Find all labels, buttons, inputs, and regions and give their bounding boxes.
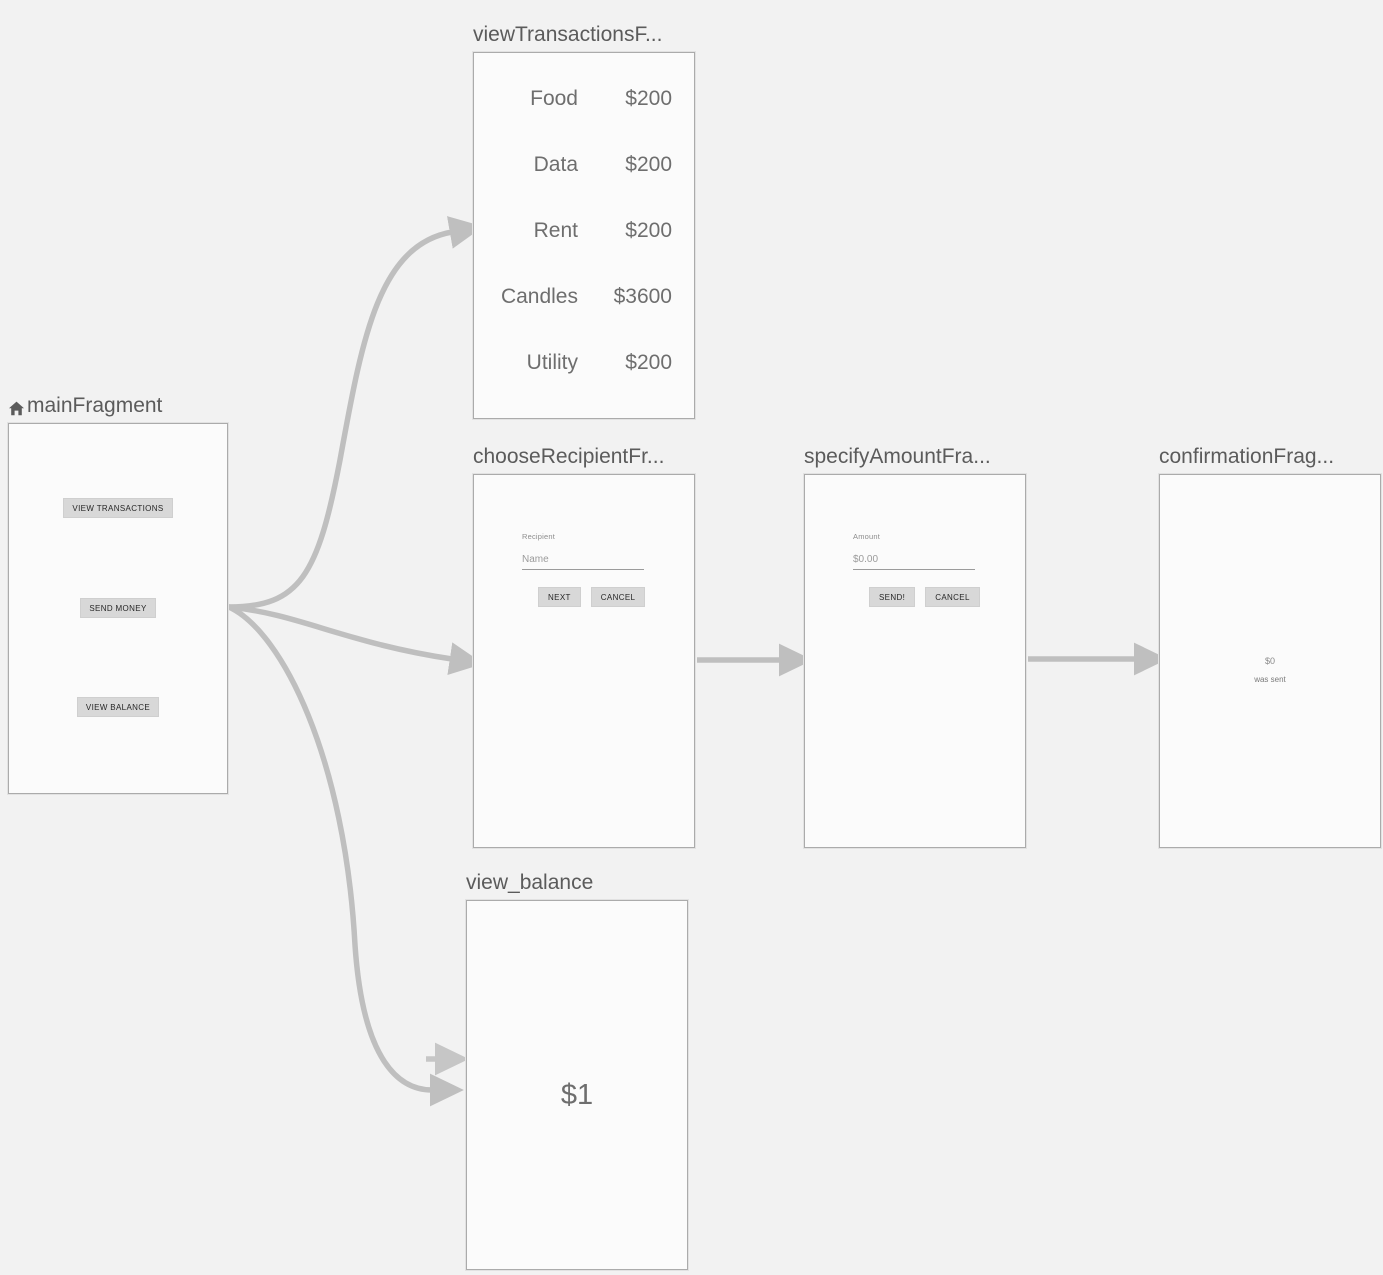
transaction-label: Candles [500, 285, 578, 308]
confirmation-message-block: $0 was sent [1160, 655, 1380, 686]
node-view-transactions[interactable]: viewTransactionsF... Food $200 Data $200… [473, 23, 695, 419]
cancel-button[interactable]: CANCEL [925, 587, 980, 607]
next-button[interactable]: NEXT [538, 587, 581, 607]
preview-confirmation: $0 was sent [1160, 475, 1380, 847]
node-frame-confirmation[interactable]: $0 was sent [1159, 474, 1381, 848]
send-button[interactable]: SEND! [869, 587, 916, 607]
node-frame-view-transactions[interactable]: Food $200 Data $200 Rent $200 Candles $3… [473, 52, 695, 419]
recipient-field-label: Recipient [522, 532, 556, 541]
node-title-main-fragment: mainFragment [8, 394, 162, 418]
cancel-button[interactable]: CANCEL [590, 587, 646, 607]
node-frame-choose-recipient[interactable]: Recipient Name NEXT CANCEL [473, 474, 695, 848]
transaction-amount: $200 [625, 351, 672, 374]
main-fragment-buttons: VIEW TRANSACTIONS SEND MONEY VIEW BALANC… [9, 424, 227, 793]
node-view-balance[interactable]: view_balance $1 [466, 871, 688, 1270]
transaction-amount: $200 [625, 219, 672, 242]
transaction-label: Food [530, 87, 578, 110]
amount-form-actions: SEND! CANCEL [853, 587, 993, 607]
home-icon [8, 399, 25, 416]
node-frame-view-balance[interactable]: $1 [466, 900, 688, 1270]
preview-choose-recipient: Recipient Name NEXT CANCEL [474, 475, 694, 847]
node-title-label: specifyAmountFra... [804, 445, 991, 468]
balance-amount: $1 [560, 1079, 594, 1111]
transaction-label: Data [533, 153, 578, 176]
node-title-label: viewTransactionsF... [473, 23, 663, 46]
preview-view-balance: $1 [467, 901, 687, 1269]
node-title-view-balance: view_balance [466, 871, 593, 895]
amount-form: Amount $0.00 SEND! CANCEL [853, 532, 993, 607]
node-title-label: chooseRecipientFr... [473, 445, 665, 468]
table-row: Data $200 [474, 153, 694, 219]
node-title-label: mainFragment [27, 394, 163, 417]
transaction-amount: $200 [625, 87, 672, 110]
confirmation-amount: $0 [1264, 656, 1275, 666]
node-frame-specify-amount[interactable]: Amount $0.00 SEND! CANCEL [804, 474, 1026, 848]
recipient-form: Recipient Name NEXT CANCEL [522, 532, 662, 607]
node-choose-recipient[interactable]: chooseRecipientFr... Recipient Name NEXT… [473, 445, 695, 848]
node-title-view-transactions: viewTransactionsF... [473, 23, 662, 47]
transaction-amount: $3600 [613, 285, 672, 308]
amount-field-label: Amount [853, 532, 881, 541]
node-title-specify-amount: specifyAmountFra... [804, 445, 991, 469]
transaction-label: Rent [533, 219, 578, 242]
node-title-label: view_balance [466, 871, 594, 894]
node-confirmation[interactable]: confirmationFrag... $0 was sent [1159, 445, 1381, 848]
node-frame-main-fragment[interactable]: VIEW TRANSACTIONS SEND MONEY VIEW BALANC… [8, 423, 228, 794]
preview-main-fragment: VIEW TRANSACTIONS SEND MONEY VIEW BALANC… [9, 424, 227, 793]
transaction-label: Utility [526, 351, 578, 374]
send-money-button[interactable]: SEND MONEY [80, 598, 156, 618]
table-row: Food $200 [474, 87, 694, 153]
view-balance-button[interactable]: VIEW BALANCE [76, 697, 160, 717]
transaction-list: Food $200 Data $200 Rent $200 Candles $3… [474, 87, 694, 417]
recipient-name-input[interactable]: Name [522, 554, 644, 570]
connector-main-to-view-balance [226, 604, 464, 1107]
connector-main-to-view-transactions [226, 216, 484, 610]
view-transactions-button[interactable]: VIEW TRANSACTIONS [63, 498, 173, 518]
table-row: Utility $200 [474, 351, 694, 417]
recipient-form-actions: NEXT CANCEL [522, 587, 662, 607]
node-title-choose-recipient: chooseRecipientFr... [473, 445, 664, 469]
node-title-label: confirmationFrag... [1159, 445, 1335, 468]
amount-input[interactable]: $0.00 [853, 554, 975, 570]
table-row: Candles $3600 [474, 285, 694, 351]
preview-view-transactions: Food $200 Data $200 Rent $200 Candles $3… [474, 53, 694, 418]
node-specify-amount[interactable]: specifyAmountFra... Amount $0.00 SEND! C… [804, 445, 1026, 848]
table-row: Rent $200 [474, 219, 694, 285]
transaction-amount: $200 [625, 153, 672, 176]
node-main-fragment[interactable]: mainFragment VIEW TRANSACTIONS SEND MONE… [8, 394, 228, 794]
preview-specify-amount: Amount $0.00 SEND! CANCEL [805, 475, 1025, 847]
node-title-confirmation: confirmationFrag... [1159, 445, 1334, 469]
connector-main-to-choose-recipient [226, 604, 484, 675]
confirmation-text: was sent [1254, 675, 1286, 684]
